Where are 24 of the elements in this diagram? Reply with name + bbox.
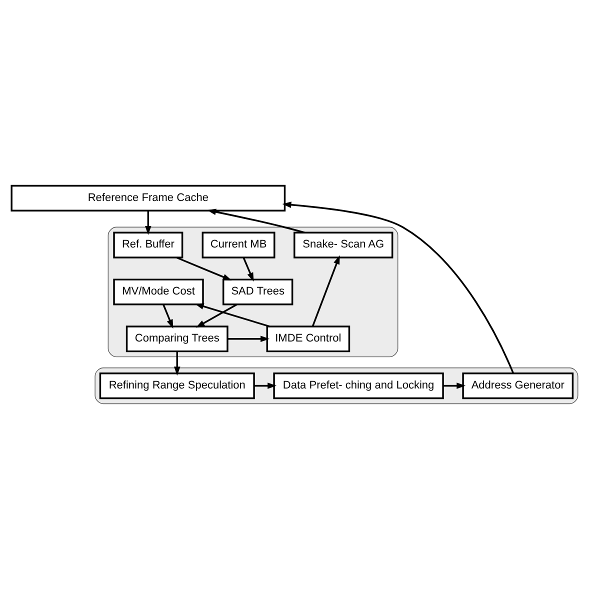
arrow: [312, 254, 340, 326]
node-box: MV/Mode Cost: [113, 278, 204, 305]
arrow: [194, 302, 270, 327]
arrow: [176, 256, 232, 280]
node-box: Comparing Trees: [126, 325, 228, 352]
node-box: Current MB: [202, 231, 276, 258]
arrow: [174, 351, 180, 376]
node-box: Refining Range Speculation: [99, 372, 255, 399]
node-box: Address Generator: [462, 372, 574, 399]
arrow: [145, 210, 152, 234]
arrow: [254, 382, 277, 388]
node-box: Reference Frame Cache: [10, 184, 286, 211]
arrow: [196, 303, 238, 328]
arrow: [207, 208, 305, 233]
arrow: [282, 201, 514, 374]
node-box: Snake- Scan AG: [294, 231, 394, 258]
node-box: Ref. Buffer: [113, 231, 184, 258]
arrow: [242, 256, 254, 282]
arrow: [443, 382, 466, 388]
node-box: Data Prefet- ching and Locking: [273, 372, 444, 399]
arrow: [162, 304, 174, 328]
arrow: [228, 335, 270, 342]
node-box: SAD Trees: [222, 278, 294, 305]
node-box: IMDE Control: [266, 325, 350, 352]
